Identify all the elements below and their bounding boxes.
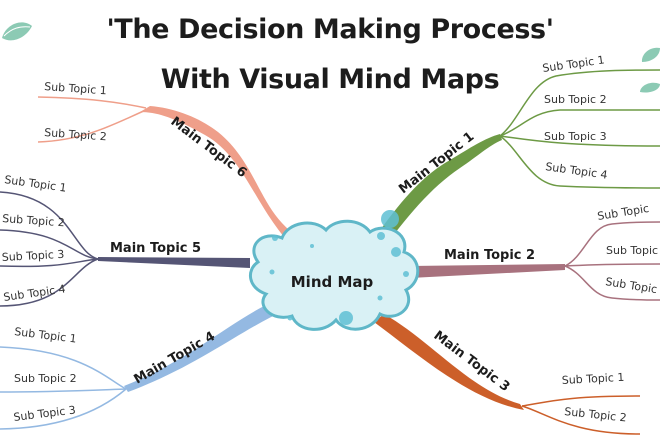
leaf-icon xyxy=(2,22,32,41)
sub-topic-4-3: Sub Topic 3 xyxy=(13,403,77,424)
title-line-2: With Visual Mind Maps xyxy=(160,64,500,95)
sub-topic-5-3: Sub Topic 3 xyxy=(1,248,64,264)
sub-topic-1-4: Sub Topic 4 xyxy=(545,160,609,182)
sub-topic-4-2: Sub Topic 2 xyxy=(14,372,77,385)
title-line-1: 'The Decision Making Process' xyxy=(106,14,554,45)
sub-topic-3-1: Sub Topic 1 xyxy=(561,371,624,387)
sub-topic-2-3: Sub Topic xyxy=(605,275,659,296)
center-cloud: Mind Map xyxy=(249,219,420,331)
leaf-icon xyxy=(640,47,660,93)
sub-topic-1-2: Sub Topic 2 xyxy=(544,93,607,106)
branch-main-topic-4 xyxy=(0,302,286,430)
sub-topic-5-2: Sub Topic 2 xyxy=(2,212,65,229)
sub-topic-5-1: Sub Topic 1 xyxy=(4,173,68,195)
main-topic-5-label: Main Topic 5 xyxy=(110,241,201,256)
sub-topic-4-1: Sub Topic 1 xyxy=(14,325,78,346)
sub-topic-5-4: Sub Topic 4 xyxy=(3,282,67,304)
sub-topic-3-2: Sub Topic 2 xyxy=(564,405,628,424)
branch-main-topic-1 xyxy=(366,69,660,256)
main-topic-4-label: Main Topic 4 xyxy=(132,329,218,388)
sub-topic-2-2: Sub Topic xyxy=(606,244,658,257)
main-topic-2-label: Main Topic 2 xyxy=(444,248,535,263)
sub-topic-1-3: Sub Topic 3 xyxy=(544,130,607,143)
sub-topic-6-1: Sub Topic 1 xyxy=(44,80,107,97)
branch-main-topic-3 xyxy=(374,314,641,435)
center-label: Mind Map xyxy=(291,273,374,291)
branch-main-topic-2 xyxy=(410,221,660,301)
sub-topic-6-2: Sub Topic 2 xyxy=(44,126,107,143)
main-topic-6-label: Main Topic 6 xyxy=(168,114,250,181)
sub-topic-2-1: Sub Topic xyxy=(596,202,650,223)
bubble-decorations xyxy=(269,210,409,325)
branch-main-topic-5 xyxy=(0,191,250,307)
